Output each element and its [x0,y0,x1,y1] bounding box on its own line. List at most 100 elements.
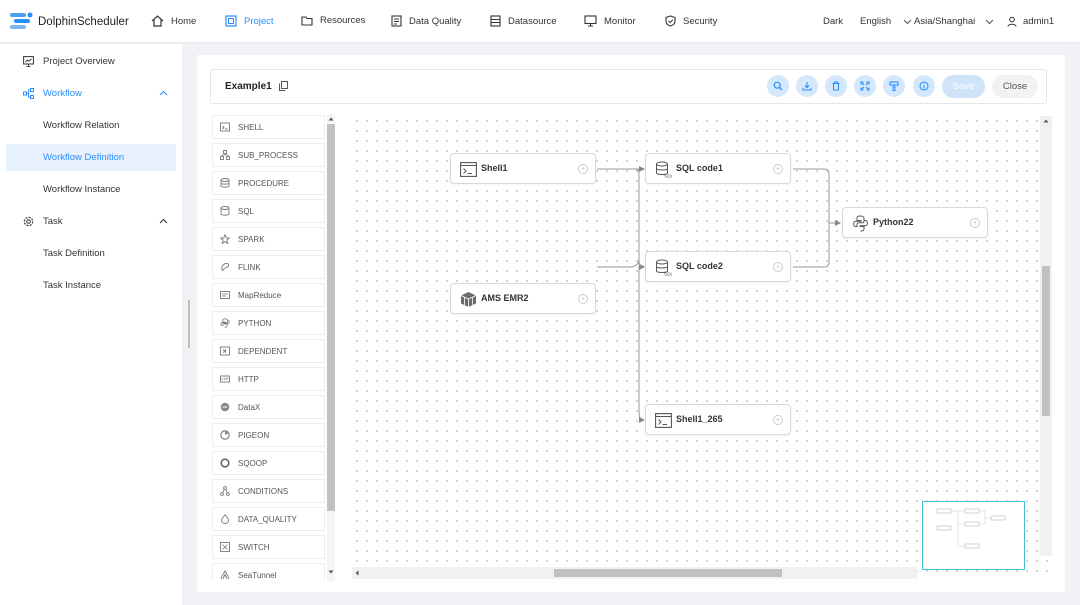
save-button[interactable]: Save [942,75,985,98]
nav-security-label: Security [683,15,718,27]
monitor-icon [584,15,597,27]
copy-icon[interactable] [279,81,288,91]
info-button[interactable] [913,75,935,97]
nav-data-quality[interactable]: Data Quality [391,15,461,27]
sidebar-item-workflow-instance[interactable]: Workflow Instance [0,176,182,203]
dag-node-shell1-265[interactable]: Shell1_265 + [645,404,791,435]
sidebar-item-task[interactable]: Task [0,208,182,235]
dag-node-shell1[interactable]: Shell1 + [450,153,596,184]
task-type-datax[interactable]: DataX [212,395,325,419]
sidebar-item-workflow-relation[interactable]: Workflow Relation [0,112,182,139]
node-label: SQL code2 [676,261,723,271]
task-type-label: HTTP [238,374,259,384]
nav-datasource[interactable]: Datasource [490,15,557,27]
sidebar-item-workflow-definition[interactable]: Workflow Definition [6,144,176,171]
editor-toolbar: Example1 Save Close [210,69,1047,104]
task-type-mapreduce[interactable]: MapReduce [212,283,325,307]
sidebar-item-task-instance[interactable]: Task Instance [0,272,182,299]
sidebar-item-task-definition[interactable]: Task Definition [0,240,182,267]
task-type-http[interactable]: HTTP [212,367,325,391]
user-icon [1007,16,1017,27]
project-icon [225,15,237,27]
delete-button[interactable] [825,75,847,97]
folder-icon [301,16,313,26]
task-type-spark[interactable]: SPARK [212,227,325,251]
sidebar-item-project-overview[interactable]: Project Overview [0,48,182,75]
task-type-label: DataX [238,402,261,412]
workflow-icon [23,88,34,99]
timezone-dropdown[interactable]: Asia/Shanghai [914,16,994,27]
search-button[interactable] [767,75,789,97]
user-menu[interactable]: admin1 [1007,16,1054,27]
app-name: DolphinScheduler [38,16,129,28]
task-type-shell[interactable]: SHELL [212,115,325,139]
nav-monitor[interactable]: Monitor [584,15,636,27]
data-quality-task-icon [220,514,230,524]
task-type-dependent[interactable]: DEPENDENT [212,339,325,363]
task-type-label: SWITCH [238,542,270,552]
sidebar-label: Workflow Relation [43,120,120,131]
canvas-horizontal-scroll-thumb[interactable] [554,569,782,577]
canvas-minimap[interactable] [922,501,1025,570]
node-add-icon[interactable]: + [970,218,980,228]
procedure-icon [220,178,230,188]
node-add-icon[interactable]: + [578,164,588,174]
canvas-vertical-scroll-thumb[interactable] [1042,266,1050,416]
sqoop-icon [220,458,230,468]
format-button[interactable] [883,75,905,97]
nav-security[interactable]: Security [665,15,717,27]
sidebar-item-workflow[interactable]: Workflow [0,80,182,107]
nav-resources[interactable]: Resources [301,15,365,26]
download-button[interactable] [796,75,818,97]
format-icon [889,81,899,91]
svg-text:SQL: SQL [664,173,672,178]
canvas-vertical-scrollbar[interactable] [1040,116,1052,556]
task-type-label: SeaTunnel [238,570,277,580]
task-type-pigeon[interactable]: PIGEON [212,423,325,447]
task-type-list: SHELL SUB_PROCESS PROCEDURE SQL SPARK FL… [212,114,335,581]
emr-icon [459,290,477,308]
sidebar-label: Workflow [43,88,82,99]
sidebar-scrollbar[interactable] [188,300,190,348]
sidebar: Project Overview Workflow Workflow Relat… [0,44,182,605]
task-list-scroll-thumb[interactable] [327,124,335,511]
task-type-sql[interactable]: SQL [212,199,325,223]
node-add-icon[interactable]: + [578,294,588,304]
nav-resources-label: Resources [320,15,366,26]
task-type-switch[interactable]: SWITCH [212,535,325,559]
shell-icon [654,411,672,429]
close-button[interactable]: Close [992,75,1038,98]
sql-icon [220,206,230,216]
task-type-flink[interactable]: FLINK [212,255,325,279]
app-logo[interactable]: DolphinScheduler [8,11,129,33]
workflow-title: Example1 [225,81,272,92]
node-add-icon[interactable]: + [773,415,783,425]
canvas-horizontal-scrollbar[interactable] [352,567,917,579]
node-add-icon[interactable]: + [773,164,783,174]
task-type-data-quality[interactable]: DATA_QUALITY [212,507,325,531]
scroll-down-arrow-icon [328,570,334,574]
task-type-python[interactable]: PYTHON [212,311,325,335]
datasource-icon [490,15,501,27]
node-add-icon[interactable]: + [773,262,783,272]
home-icon [151,15,164,27]
task-type-procedure[interactable]: PROCEDURE [212,171,325,195]
task-type-sqoop[interactable]: SQOOP [212,451,325,475]
dag-node-sql-code1[interactable]: SQL SQL code1 + [645,153,791,184]
task-type-sub-process[interactable]: SUB_PROCESS [212,143,325,167]
task-type-seatunnel[interactable]: SeaTunnel [212,563,325,581]
theme-toggle[interactable]: Dark [823,16,843,27]
overview-icon [23,56,34,67]
task-list-scrollbar[interactable] [327,114,335,581]
nav-home[interactable]: Home [151,15,196,27]
language-dropdown[interactable]: English [860,16,912,27]
dolphin-logo-icon [10,12,33,29]
dag-node-sql-code2[interactable]: SQL SQL code2 + [645,251,791,282]
dag-node-python22[interactable]: Python22 + [842,207,988,238]
dag-node-ams-emr2[interactable]: AMS EMR2 + [450,283,596,314]
nav-project[interactable]: Project [225,15,274,27]
minimap-preview [936,508,1006,549]
fullscreen-button[interactable] [854,75,876,97]
task-type-conditions[interactable]: CONDITIONS [212,479,325,503]
top-header: DolphinScheduler Home Project Resources … [0,0,1080,43]
